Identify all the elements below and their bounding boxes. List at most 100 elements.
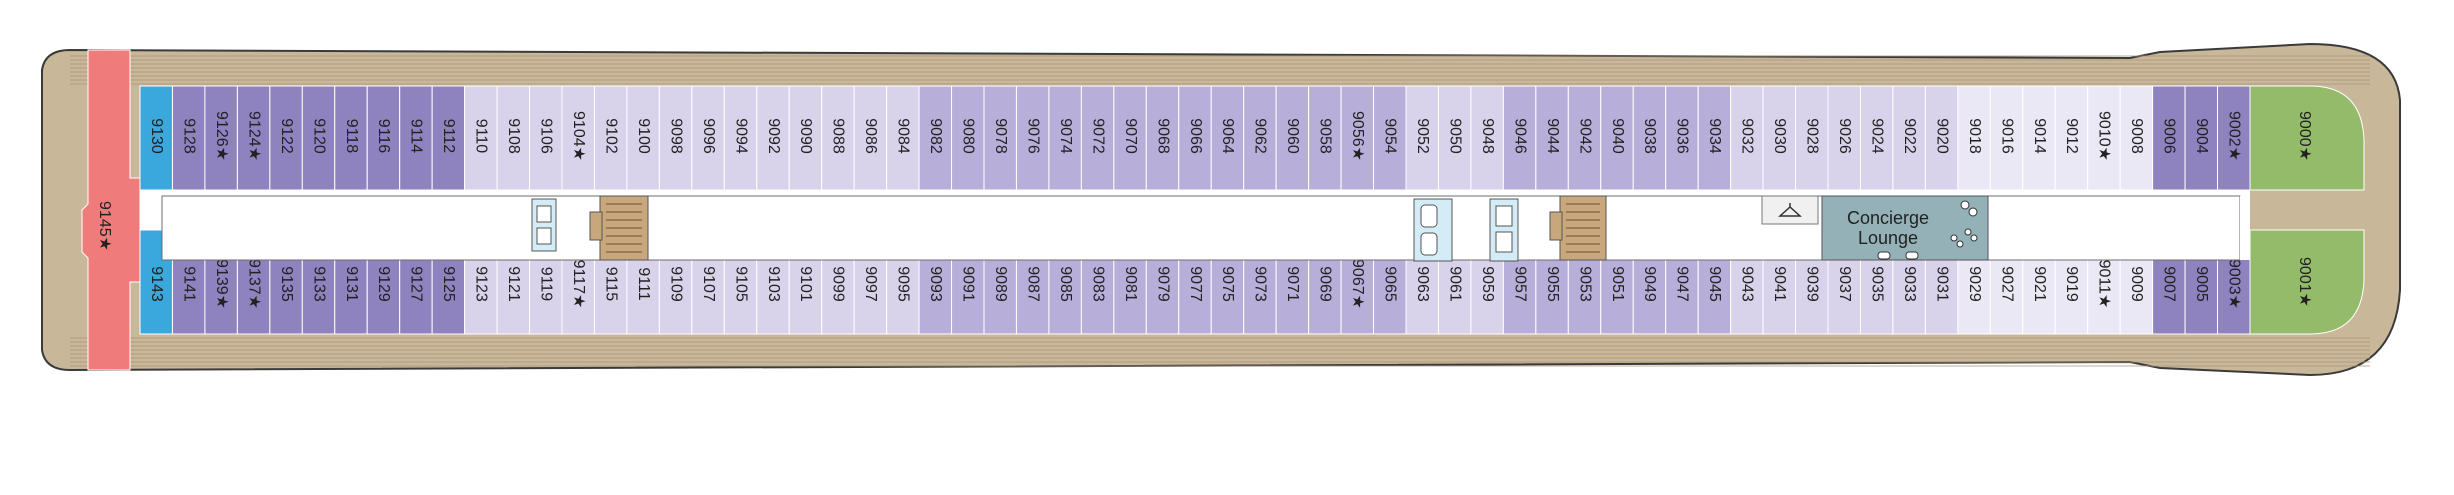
aft-suite-9145[interactable] <box>81 49 141 371</box>
cabin-number-label: 9064 <box>1219 118 1236 154</box>
cabin-9030-top[interactable] <box>1762 85 1797 191</box>
cabin-9104-top[interactable] <box>561 85 595 191</box>
cabin-9118-top[interactable] <box>334 85 368 191</box>
cabin-9028-top[interactable] <box>1795 85 1829 191</box>
cabin-9110-top[interactable] <box>464 85 498 191</box>
cabin-number-label: 9006 <box>2161 118 2178 154</box>
cabin-9020-top[interactable] <box>1924 85 1959 191</box>
cabin-number-label: 9011★ <box>2096 260 2113 309</box>
concierge-lounge[interactable]: Concierge Lounge <box>1821 195 1989 261</box>
cabin-9052-top[interactable] <box>1405 85 1439 191</box>
cabin-9010-top[interactable] <box>2087 85 2121 191</box>
cabin-9082-top[interactable] <box>918 85 953 191</box>
cabin-number-label: 9046 <box>1511 118 1528 154</box>
cabin-number-label: 9050 <box>1446 118 1463 154</box>
cabin-number-label: 9115 <box>602 267 619 302</box>
cabin-9074-top[interactable] <box>1048 85 1082 191</box>
cabin-number-label: 9002★ <box>2226 111 2243 161</box>
cabin-9002-top[interactable] <box>2217 85 2251 191</box>
cabin-9050-top[interactable] <box>1437 85 1472 191</box>
deck-planking <box>70 55 2370 367</box>
cabin-number-label: 9100 <box>635 118 652 154</box>
cabin-9042-top[interactable] <box>1567 85 1602 191</box>
cabin-9012-top[interactable] <box>2054 85 2089 191</box>
cabin-number-label: 9109 <box>667 266 684 302</box>
cabin-9004-top[interactable] <box>2184 85 2219 191</box>
cabin-number-label: 9108 <box>505 118 522 154</box>
cabin-9066-top[interactable] <box>1178 85 1212 191</box>
cabin-number-label: 9094 <box>732 118 749 154</box>
elevator-icon <box>1495 231 1513 253</box>
cabin-number-label: 9070 <box>1122 118 1139 154</box>
cabin-9006-top[interactable] <box>2152 85 2186 191</box>
cabin-9036-top[interactable] <box>1665 85 1699 191</box>
cabin-9112-top[interactable] <box>431 85 466 191</box>
elevator-aft <box>531 198 557 252</box>
cabin-9090-top[interactable] <box>788 85 823 191</box>
cabin-number-label: 9062 <box>1252 118 1269 154</box>
cabin-number-label: 9027 <box>1998 266 2015 302</box>
cabin-9008-top[interactable] <box>2119 85 2154 191</box>
cabin-9016-top[interactable] <box>1989 85 2024 191</box>
cabin-9094-top[interactable] <box>723 85 758 191</box>
cabin-number-label: 9076 <box>1024 118 1041 154</box>
cabin-number-label: 9133 <box>310 266 327 302</box>
forward-suite-9000[interactable] <box>2249 85 2365 191</box>
cabin-number-label: 9131 <box>343 266 360 302</box>
cabin-number-label: 9123 <box>473 266 490 302</box>
cabin-9032-top[interactable] <box>1730 85 1764 191</box>
cabin-9048-top[interactable] <box>1470 85 1504 191</box>
cabin-number-label: 9143 <box>148 266 165 302</box>
elevator-icon <box>1420 204 1438 228</box>
cabin-number-label: 9116 <box>375 119 392 154</box>
cabin-number-label: 9063 <box>1414 266 1431 302</box>
cabin-9128-top[interactable] <box>171 85 206 191</box>
cabin-number-label: 9083 <box>1089 266 1106 302</box>
cabin-9114-top[interactable] <box>399 85 433 191</box>
cabin-number-label: 9041 <box>1771 266 1788 302</box>
cabin-9014-top[interactable] <box>2022 85 2056 191</box>
cabin-number-label: 9035 <box>1868 266 1885 302</box>
cabin-9088-top[interactable] <box>821 85 855 191</box>
cabin-number-label: 9071 <box>1284 266 1301 302</box>
cabin-9108-top[interactable] <box>496 85 531 191</box>
cabin-number-label: 9010★ <box>2096 111 2113 161</box>
cabin-number-label: 9040 <box>1609 118 1626 154</box>
cabin-number-label: 9125 <box>440 266 457 302</box>
cabin-9072-top[interactable] <box>1080 85 1115 191</box>
elevator-icon <box>1420 232 1438 256</box>
cabin-number-label: 9033 <box>1901 266 1918 302</box>
cabin-9022-top[interactable] <box>1892 85 1926 191</box>
cabin-9026-top[interactable] <box>1827 85 1861 191</box>
cabin-9120-top[interactable] <box>301 85 336 191</box>
cabin-number-label: 9119 <box>538 267 555 302</box>
cabin-9084-top[interactable] <box>886 85 920 191</box>
cabin-9076-top[interactable] <box>1015 85 1050 191</box>
cabin-9116-top[interactable] <box>366 85 401 191</box>
cabin-number-label: 9105 <box>732 266 749 302</box>
cabin-number-label: 9141 <box>180 266 197 302</box>
cabin-number-label: 9057 <box>1511 266 1528 302</box>
cabin-9034-top[interactable] <box>1697 85 1732 191</box>
forward-suite-9001[interactable] <box>2249 229 2365 335</box>
cabin-9080-top[interactable] <box>951 85 985 191</box>
stairs-forward <box>1549 195 1607 261</box>
cabin-9040-top[interactable] <box>1600 85 1634 191</box>
cabin-9070-top[interactable] <box>1113 85 1147 191</box>
cabin-9086-top[interactable] <box>853 85 888 191</box>
cabin-9078-top[interactable] <box>983 85 1017 191</box>
cabin-number-label: 9096 <box>700 118 717 154</box>
elevator-forward-right <box>1489 198 1519 262</box>
cabin-9044-top[interactable] <box>1535 85 1569 191</box>
cabin-number-label: 9036 <box>1674 118 1691 154</box>
cabin-9126-top[interactable] <box>204 85 238 191</box>
cabin-9106-top[interactable] <box>529 85 563 191</box>
cabin-number-label: 9028 <box>1804 118 1821 154</box>
cabin-9092-top[interactable] <box>756 85 790 191</box>
cabin-number-label: 9061 <box>1446 266 1463 302</box>
cabin-9100-top[interactable] <box>626 85 660 191</box>
cabin-9098-top[interactable] <box>658 85 693 191</box>
cabin-9124-top[interactable] <box>236 85 271 191</box>
elevator-forward-left <box>1413 198 1453 262</box>
